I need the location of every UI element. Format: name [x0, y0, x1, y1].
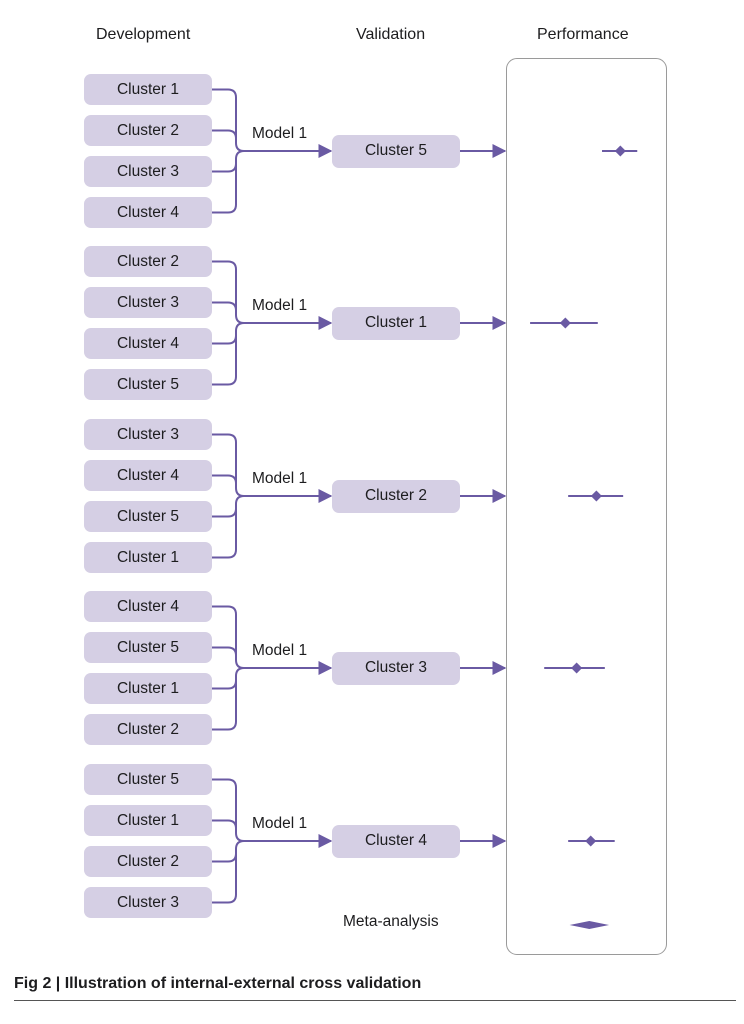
development-cluster-box: Cluster 4: [84, 328, 212, 359]
development-bracket: [212, 260, 245, 386]
validation-cluster-box: Cluster 2: [332, 479, 460, 513]
validation-cluster-box: Cluster 4: [332, 824, 460, 858]
meta-analysis-diamond: [569, 921, 610, 929]
performance-estimate-point: [559, 317, 571, 329]
development-cluster-box: Cluster 3: [84, 887, 212, 918]
validation-cluster-box: Cluster 1: [332, 306, 460, 340]
development-cluster-box: Cluster 2: [84, 246, 212, 277]
development-cluster-box: Cluster 5: [84, 632, 212, 663]
model-label: Model 1: [252, 470, 308, 487]
development-header: Development: [96, 26, 191, 43]
development-cluster-box: Cluster 3: [84, 287, 212, 318]
development-cluster-box: Cluster 4: [84, 591, 212, 622]
development-bracket: [212, 605, 245, 731]
model-label: Model 1: [252, 815, 308, 832]
performance-estimate-point: [614, 145, 626, 157]
development-cluster-box: Cluster 1: [84, 74, 212, 105]
development-cluster-box: Cluster 3: [84, 156, 212, 187]
development-cluster-box: Cluster 2: [84, 115, 212, 146]
development-cluster-box: Cluster 1: [84, 673, 212, 704]
development-cluster-box: Cluster 5: [84, 501, 212, 532]
performance-estimate-point: [590, 490, 602, 502]
development-cluster-box: Cluster 5: [84, 369, 212, 400]
development-cluster-box: Cluster 1: [84, 542, 212, 573]
development-bracket: [212, 778, 245, 904]
development-bracket: [212, 433, 245, 559]
validation-cluster-box: Cluster 3: [332, 651, 460, 685]
caption-rule: [14, 1000, 736, 1001]
performance-header: Performance: [537, 26, 629, 43]
development-cluster-box: Cluster 4: [84, 197, 212, 228]
development-cluster-box: Cluster 2: [84, 714, 212, 745]
development-cluster-box: Cluster 2: [84, 846, 212, 877]
model-label: Model 1: [252, 125, 308, 142]
meta-analysis-label: Meta-analysis: [343, 913, 439, 930]
performance-panel: [506, 58, 667, 955]
development-cluster-box: Cluster 5: [84, 764, 212, 795]
performance-estimate-point: [585, 835, 597, 847]
validation-cluster-box: Cluster 5: [332, 134, 460, 168]
figure-caption: Fig 2 | Illustration of internal-externa…: [14, 975, 422, 992]
model-label: Model 1: [252, 297, 308, 314]
performance-estimate-point: [571, 662, 583, 674]
development-cluster-box: Cluster 3: [84, 419, 212, 450]
development-cluster-box: Cluster 1: [84, 805, 212, 836]
validation-header: Validation: [356, 26, 426, 43]
development-bracket: [212, 88, 245, 214]
model-label: Model 1: [252, 642, 308, 659]
development-cluster-box: Cluster 4: [84, 460, 212, 491]
